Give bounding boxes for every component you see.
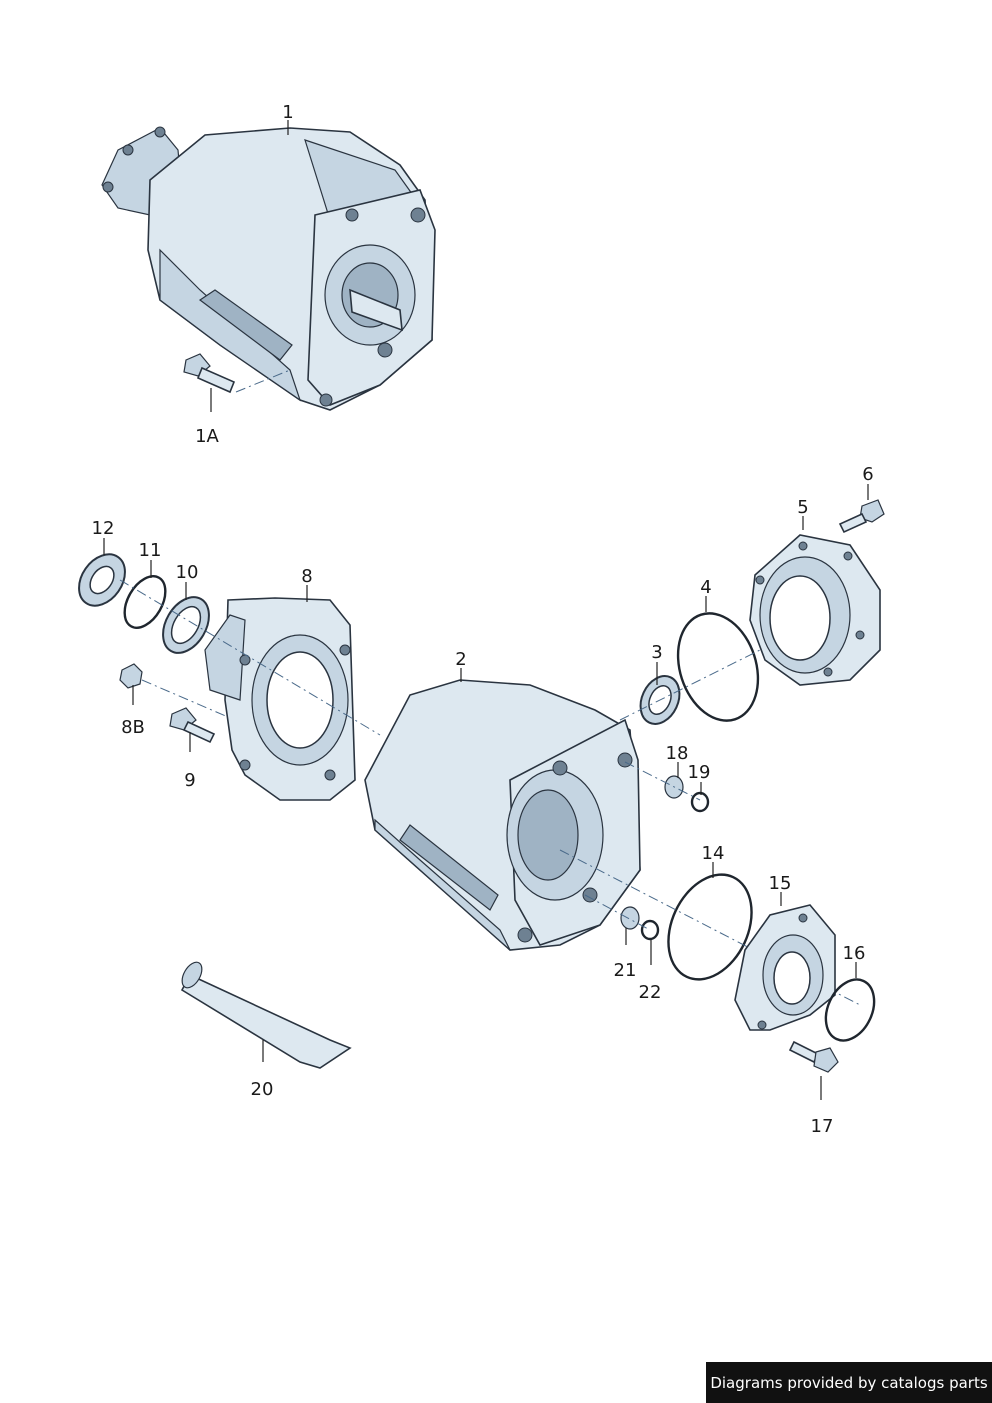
part-14-o-ring xyxy=(667,873,753,981)
part-21-sleeve xyxy=(620,906,640,930)
callout-12: 12 xyxy=(92,518,115,539)
callout-14: 14 xyxy=(702,843,725,864)
callout-11: 11 xyxy=(139,540,162,561)
part-20-grease-tube xyxy=(180,961,352,1069)
part-11-snap-ring xyxy=(123,575,167,629)
part-1-transfer-case-assembly xyxy=(101,126,436,411)
callout-10: 10 xyxy=(176,562,199,583)
part-1a-bolt xyxy=(183,353,236,394)
part-8b-plug xyxy=(119,663,143,689)
part-6-bolt xyxy=(838,499,885,534)
axis-18-19 xyxy=(624,761,701,801)
axis-upper-right xyxy=(619,649,761,721)
part-16-o-ring xyxy=(824,978,876,1042)
callout-17: 17 xyxy=(811,1116,834,1137)
callout-1a: 1A xyxy=(195,426,219,447)
callout-2: 2 xyxy=(455,649,466,670)
part-19-ring xyxy=(690,791,710,813)
axis-21-22 xyxy=(584,894,651,931)
callout-16: 16 xyxy=(843,943,866,964)
part-12-seal xyxy=(78,553,126,607)
part-22-ring xyxy=(640,919,660,941)
axis-1a xyxy=(235,369,291,393)
callout-3: 3 xyxy=(651,642,662,663)
callout-6: 6 xyxy=(862,464,873,485)
part-10-shaft-seal xyxy=(162,596,210,654)
callout-20: 20 xyxy=(251,1079,274,1100)
part-9-bolt xyxy=(169,707,216,744)
callout-4: 4 xyxy=(700,577,711,598)
callout-8: 8 xyxy=(301,566,312,587)
callout-19: 19 xyxy=(688,762,711,783)
part-17-bolt xyxy=(788,1040,839,1073)
callout-5: 5 xyxy=(797,497,808,518)
part-15-cover xyxy=(734,904,836,1031)
footer-credit: Diagrams provided by catalogs parts xyxy=(706,1362,992,1403)
callout-15: 15 xyxy=(769,873,792,894)
part-2-housing xyxy=(364,679,641,951)
callout-8b: 8B xyxy=(121,717,145,738)
callout-21: 21 xyxy=(614,960,637,981)
callout-9: 9 xyxy=(184,770,195,791)
part-8-cover xyxy=(204,597,356,801)
callout-18: 18 xyxy=(666,743,689,764)
callout-22: 22 xyxy=(639,982,662,1003)
part-5-end-cover xyxy=(749,534,881,686)
callout-1: 1 xyxy=(282,102,293,123)
part-4-o-ring xyxy=(676,612,760,722)
leader-lines xyxy=(103,120,869,1100)
axis-8b xyxy=(141,679,236,721)
callout-labels: 1 1A 2 3 4 5 6 8 8B 9 10 11 12 14 15 16 … xyxy=(92,102,874,1137)
